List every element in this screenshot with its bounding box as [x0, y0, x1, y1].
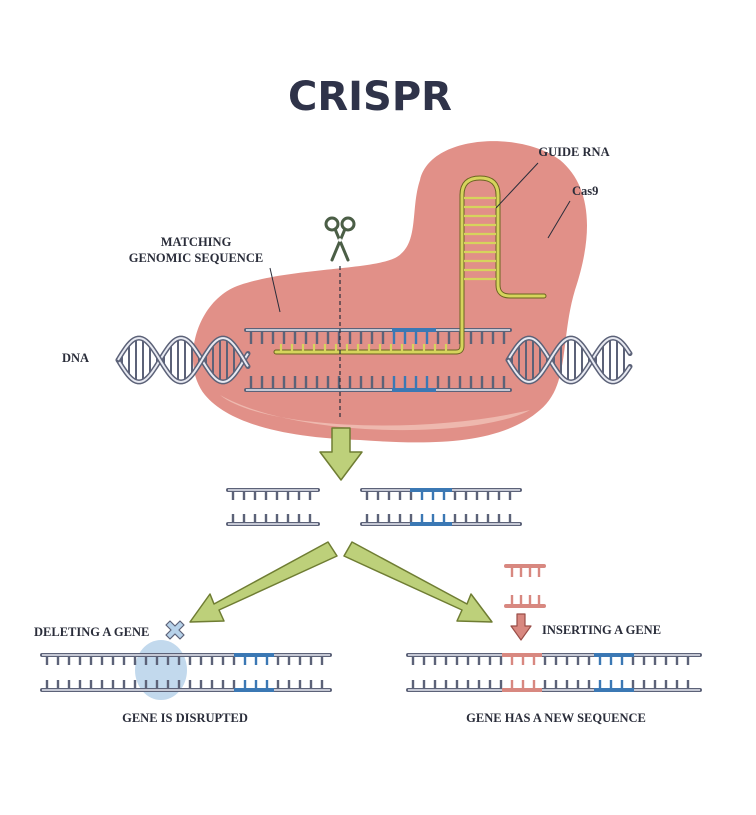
new-sequence-label: GENE HAS A NEW SEQUENCE — [466, 711, 646, 725]
helix-strand-highlight — [507, 337, 631, 383]
helix-strand-highlight — [507, 337, 631, 383]
dna-helix — [115, 328, 633, 392]
inserting-label: INSERTING A GENE — [542, 623, 661, 637]
arrow-to-deleting — [189, 541, 338, 623]
scissors-icon — [324, 216, 356, 262]
cut-dna-fragment-left — [226, 488, 320, 526]
guide-rna-label: GUIDE RNA — [538, 145, 609, 159]
helix-strand-highlight — [117, 337, 249, 383]
deleting-label: DELETING A GENE — [34, 625, 149, 639]
cas9-leader — [547, 200, 571, 239]
down-arrow-icon — [319, 427, 363, 481]
insert-arrow-icon — [510, 613, 532, 641]
disrupted-dna — [40, 653, 332, 692]
cut-dna-fragment-right — [360, 488, 522, 526]
guide-rna-leader — [495, 162, 539, 209]
matching-label-line2: GENOMIC SEQUENCE — [129, 251, 263, 265]
cas9-protein — [192, 141, 587, 443]
disrupted-label: GENE IS DISRUPTED — [122, 711, 248, 725]
guide-rna — [273, 175, 547, 355]
matching-label-line1: MATCHING — [161, 235, 232, 249]
helix-strand-highlight — [117, 337, 249, 383]
diagram-title: CRISPR — [288, 74, 452, 120]
cas9-label: Cas9 — [572, 184, 598, 198]
dna-label: DNA — [62, 351, 89, 365]
dna-with-new-sequence — [406, 653, 702, 692]
arrow-to-inserting — [343, 541, 493, 623]
matching-leader — [269, 267, 281, 313]
insert-dna-piece — [504, 564, 546, 608]
rna-strand — [274, 176, 546, 354]
cross-icon — [165, 620, 185, 640]
